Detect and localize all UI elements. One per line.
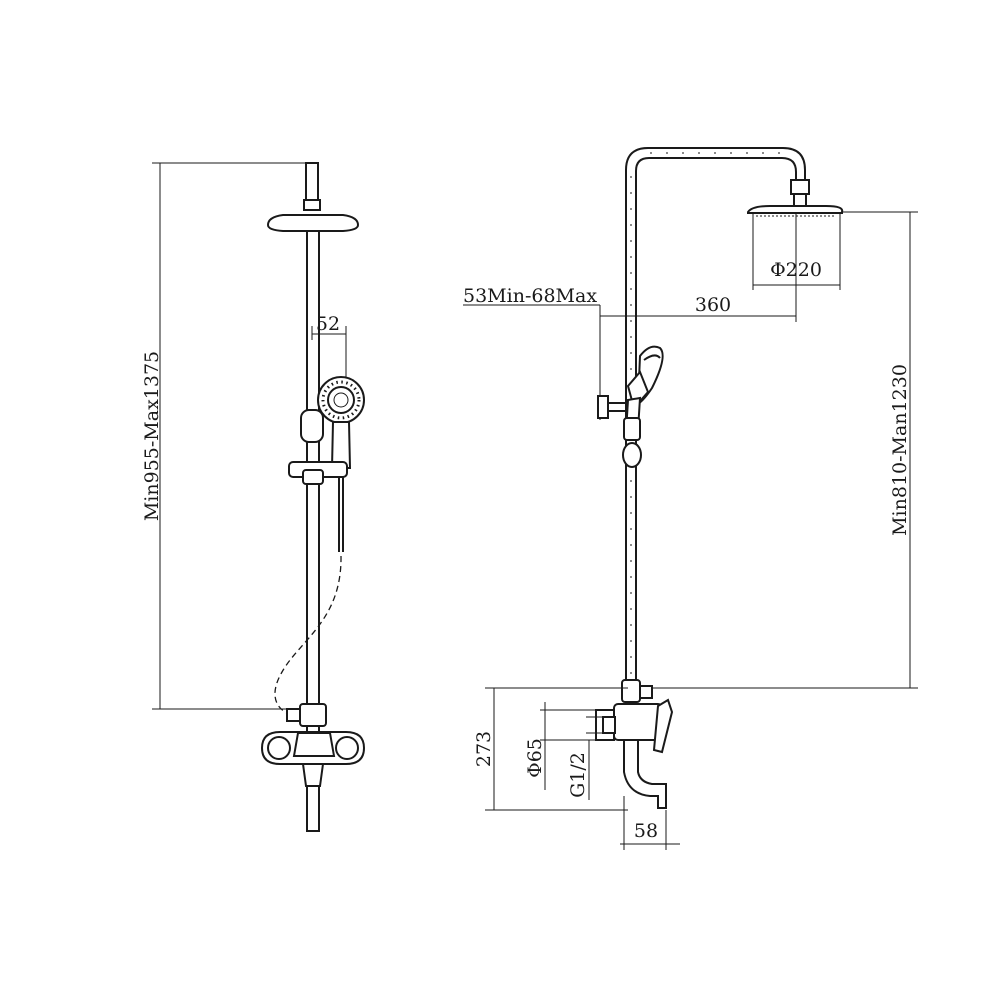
side-spout [623, 739, 667, 809]
side-body-diameter-dimension: Φ65 [524, 702, 596, 790]
side-diverter [621, 679, 653, 703]
front-view: Min955-Max1375 52 [141, 162, 366, 832]
side-view: Φ220 53Min-68Max 360 [463, 147, 918, 850]
side-mixer-height-label: 273 [473, 731, 495, 767]
side-arm-dimension: 53Min-68Max 360 [463, 214, 797, 420]
side-spout-width-label: 58 [634, 820, 658, 842]
side-head-connector [790, 179, 810, 195]
front-rain-head [266, 214, 360, 232]
side-spout-width-dimension: 58 [620, 796, 680, 850]
side-height-label: Min810-Man1230 [889, 364, 911, 536]
side-overhead-arm [625, 147, 806, 691]
front-head-width-label: 52 [316, 313, 340, 335]
front-head-width-dimension: 52 [311, 313, 347, 380]
side-thread-label: G1/2 [567, 752, 589, 798]
front-rail [306, 230, 320, 832]
front-mixer [260, 731, 366, 787]
front-hand-shower [317, 376, 365, 469]
front-diverter [286, 703, 327, 727]
front-hose-dashed [274, 555, 342, 717]
side-rail-offset-label: 53Min-68Max [463, 285, 597, 307]
side-height-dimension: Min810-Man1230 [650, 211, 918, 689]
front-height-label: Min955-Max1375 [141, 351, 163, 521]
side-arm-length-label: 360 [695, 294, 731, 316]
front-slide-bracket [288, 409, 348, 485]
front-height-dimension: Min955-Max1375 [141, 162, 318, 710]
side-bracket-knob [597, 395, 642, 468]
side-mixer-height-dimension: 273 [473, 687, 628, 811]
side-rain-head [747, 205, 844, 214]
side-thread-dimension: G1/2 [567, 716, 603, 800]
side-body-diameter-label: Φ65 [524, 738, 546, 778]
